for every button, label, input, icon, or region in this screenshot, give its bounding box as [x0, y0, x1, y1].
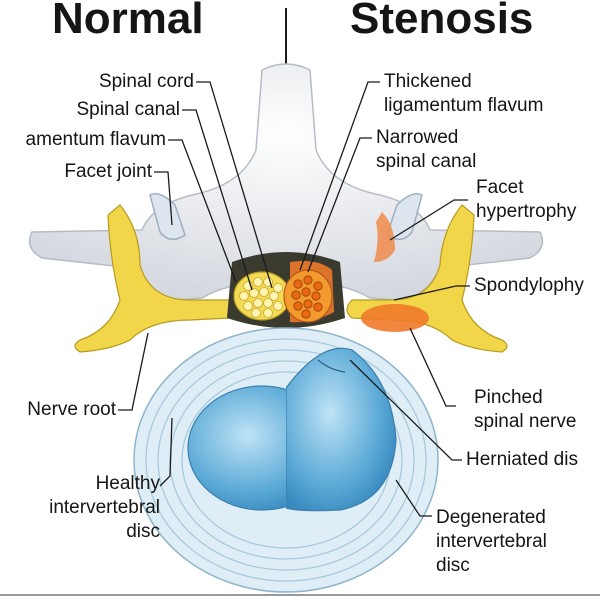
- nerve-roots: [74, 204, 508, 353]
- label-spondylophyte: Spondylophy: [474, 275, 584, 296]
- label-healthy-disc: Healthy intervertebral disc: [49, 473, 160, 542]
- label-narrowed-canal: Narrowed spinal canal: [376, 127, 477, 172]
- label-facet-joint: Facet joint: [64, 161, 152, 182]
- label-pinched-nerve: Pinched spinal nerve: [474, 387, 577, 432]
- label-ligamentum-flavum: amentum flavum: [25, 129, 166, 150]
- stenosis-heading: Stenosis: [350, 0, 534, 43]
- label-facet-hypertrophy: Facet hypertrophy: [476, 177, 577, 222]
- label-degenerated-disc: Degenerated intervertebral disc: [436, 507, 547, 576]
- normal-heading: Normal: [52, 0, 204, 43]
- label-nerve-root: Nerve root: [27, 399, 116, 420]
- leader-lines: [118, 81, 470, 517]
- label-spinal-cord: Spinal cord: [98, 71, 194, 92]
- bottom-rule: [0, 594, 600, 596]
- spinal-cord: [233, 269, 333, 323]
- intervertebral-disc: [133, 327, 439, 593]
- label-herniated-disc: Herniated dis: [466, 449, 578, 470]
- facet-hypertrophy-highlight: [374, 212, 395, 262]
- label-thickened-ligamentum: Thickened ligamentum flavum: [384, 71, 544, 116]
- label-spinal-canal: Spinal canal: [76, 99, 180, 120]
